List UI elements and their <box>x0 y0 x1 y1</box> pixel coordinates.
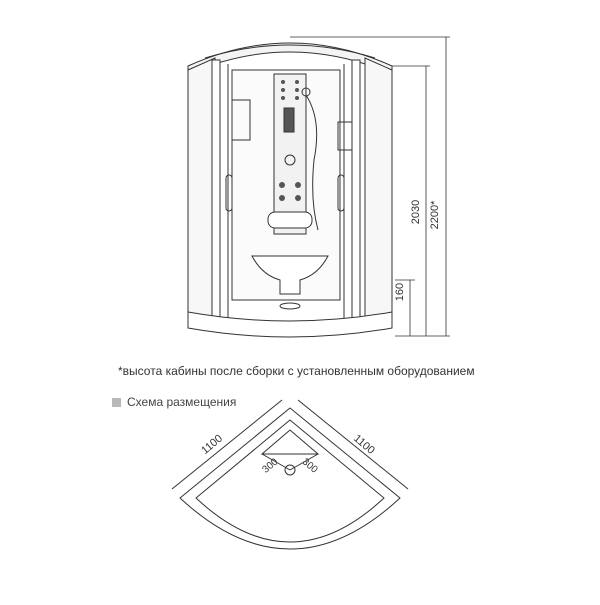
plan-outline-outer <box>179 407 401 550</box>
right-door-handle <box>337 174 345 212</box>
plan-corner-seat <box>260 429 320 455</box>
left-front-post <box>211 59 221 327</box>
dim-tray-label: 160 <box>394 283 406 301</box>
dim-cabin-label: 2030 <box>410 200 422 224</box>
legend-swatch <box>112 397 121 407</box>
dim-total-label: 2200* <box>429 200 441 229</box>
back-rest <box>267 211 313 229</box>
shower-tray <box>187 311 393 338</box>
roof-rim <box>204 44 376 59</box>
plan-outline-inner <box>195 419 385 543</box>
plan-dim-left <box>171 399 283 490</box>
drain <box>279 302 301 310</box>
left-glass-panel <box>187 57 216 326</box>
left-shelf <box>231 99 251 141</box>
mixer-knob <box>284 154 296 166</box>
plan-drain <box>284 464 296 476</box>
right-front-post <box>351 59 361 327</box>
right-glass-panel <box>364 57 393 326</box>
hydromassage-column <box>273 73 307 235</box>
plan-width-left-label: 1100 <box>199 433 225 457</box>
overhead-shower <box>301 87 311 97</box>
jets <box>279 80 301 201</box>
hand-shower-hose <box>305 94 319 231</box>
seat <box>251 255 329 295</box>
elevation-view <box>187 42 393 338</box>
legend-label: Схема размещения <box>127 395 237 409</box>
legend: Схема размещения <box>112 395 236 409</box>
left-door-handle <box>225 174 233 212</box>
control-display <box>283 107 295 133</box>
plan-view <box>171 399 409 550</box>
height-dimensions <box>290 36 450 337</box>
footnote-caption: *высота кабины после сборки с установлен… <box>118 364 475 378</box>
plan-dim-right <box>297 399 409 490</box>
right-shelf <box>337 121 353 151</box>
